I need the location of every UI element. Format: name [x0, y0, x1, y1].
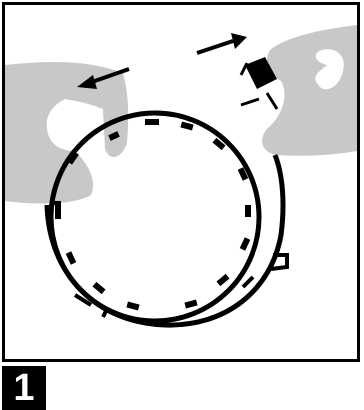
left-hand-icon	[5, 62, 129, 204]
clip-removal-diagram	[5, 25, 357, 328]
illustration-panel	[2, 2, 360, 362]
arrow-left-icon	[77, 67, 130, 89]
clip-ring-tab-icon	[239, 57, 279, 110]
right-hand-icon	[262, 25, 357, 156]
clip-ring-icon	[44, 110, 289, 328]
arrow-right-icon	[196, 33, 247, 55]
step-number-badge: 1	[2, 366, 46, 410]
